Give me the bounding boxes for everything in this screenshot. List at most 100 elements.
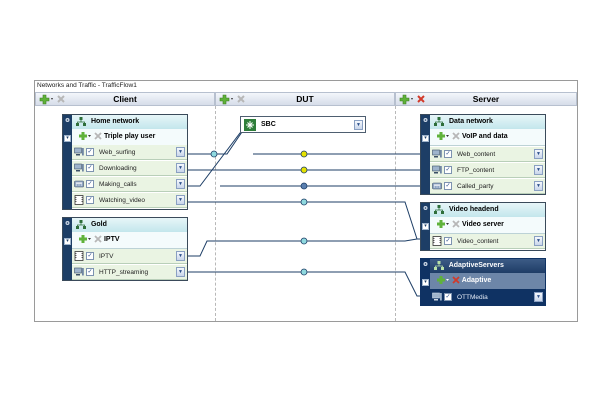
add-profile-icon[interactable]: [78, 234, 92, 244]
phone-icon: [74, 180, 84, 188]
list-item[interactable]: ✓ Called_party ▼: [430, 179, 545, 194]
wire-web-surfing[interactable]: [187, 125, 248, 155]
list-item[interactable]: ✓ Video_content ▼: [430, 234, 545, 249]
node-header: Gold: [72, 218, 187, 233]
list-item[interactable]: ✓ Making_calls ▼: [72, 177, 187, 192]
wire-dot[interactable]: [300, 237, 308, 245]
chevron-down-icon[interactable]: ▼: [176, 251, 185, 261]
wire-watching-video[interactable]: [187, 201, 420, 240]
chevron-down-icon[interactable]: ▼: [534, 149, 543, 159]
traffic-wires: [187, 125, 420, 297]
list-item[interactable]: ✓ IPTV ▼: [72, 249, 187, 264]
collapse-toggle[interactable]: ▾: [64, 238, 71, 245]
add-profile-icon[interactable]: [436, 219, 450, 229]
row-label: Making_calls: [99, 181, 137, 188]
enable-checkbox[interactable]: ✓: [86, 164, 94, 172]
chevron-down-icon[interactable]: ▼: [534, 236, 543, 246]
enable-checkbox[interactable]: ✓: [86, 252, 94, 260]
enable-checkbox[interactable]: ✓: [444, 293, 452, 301]
chevron-down-icon[interactable]: ▼: [176, 179, 185, 189]
node-video-headend[interactable]: ▾ Video headend Video server ✓ Video_con…: [420, 202, 546, 251]
add-network-icon[interactable]: [39, 94, 55, 105]
wire-iptv[interactable]: [187, 238, 418, 257]
delete-profile-icon[interactable]: [94, 132, 102, 140]
enable-checkbox[interactable]: ✓: [444, 237, 452, 245]
list-item-selected[interactable]: ✓ OTTMedia ▼: [430, 290, 545, 305]
settings-icon[interactable]: [64, 220, 71, 232]
delete-profile-icon[interactable]: [94, 235, 102, 243]
chevron-down-icon[interactable]: ▼: [534, 165, 543, 175]
row-label: FTP_content: [457, 167, 495, 174]
traffic-flow-window: Networks and Traffic - TrafficFlow1 Clie…: [34, 80, 578, 322]
column-header-dut: DUT: [215, 92, 395, 106]
collapse-toggle[interactable]: ▾: [422, 279, 429, 286]
wire-dot[interactable]: [300, 182, 308, 190]
add-profile-icon[interactable]: [78, 131, 92, 141]
collapse-toggle[interactable]: ▾: [64, 135, 71, 142]
delete-network-icon[interactable]: [56, 94, 66, 105]
computer-icon: [74, 147, 84, 156]
list-item[interactable]: ✓ Watching_video ▼: [72, 193, 187, 208]
column-label-server: Server: [472, 94, 500, 104]
delete-server-icon[interactable]: [416, 94, 426, 105]
node-title: AdaptiveServers: [448, 262, 504, 269]
row-label: Called_party: [457, 183, 494, 190]
wire-http-streaming[interactable]: [187, 271, 420, 297]
settings-icon[interactable]: [422, 261, 429, 273]
node-adaptive-servers[interactable]: ▾ AdaptiveServers Adaptive ✓ OTTMedia ▼: [420, 258, 546, 306]
list-item[interactable]: ✓ HTTP_streaming ▼: [72, 265, 187, 280]
wire-dot[interactable]: [300, 198, 308, 206]
node-data-network[interactable]: ▾ Data network VoIP and data ✓ Web_conte…: [420, 114, 546, 195]
enable-checkbox[interactable]: ✓: [444, 150, 452, 158]
list-item[interactable]: ✓ Downloading ▼: [72, 161, 187, 176]
wire-dot[interactable]: [210, 150, 218, 158]
collapse-toggle[interactable]: ▾: [422, 135, 429, 142]
wire-dot[interactable]: [300, 166, 308, 174]
chevron-down-icon[interactable]: ▼: [176, 195, 185, 205]
settings-icon[interactable]: [422, 117, 429, 129]
chevron-down-icon[interactable]: ▼: [176, 163, 185, 173]
wire-dot[interactable]: [300, 150, 308, 158]
enable-checkbox[interactable]: ✓: [86, 180, 94, 188]
settings-icon[interactable]: [422, 205, 429, 217]
profile-name: IPTV: [103, 236, 120, 243]
collapse-toggle[interactable]: ▾: [422, 223, 429, 230]
enable-checkbox[interactable]: ✓: [444, 182, 452, 190]
add-profile-icon[interactable]: [436, 275, 450, 285]
enable-checkbox[interactable]: ✓: [86, 196, 94, 204]
delete-profile-icon[interactable]: [452, 132, 460, 140]
computer-icon: [74, 163, 84, 172]
settings-icon[interactable]: [64, 117, 71, 129]
add-dut-icon[interactable]: [219, 94, 235, 105]
chevron-down-icon[interactable]: ▼: [176, 267, 185, 277]
profile-bar: Adaptive: [430, 273, 545, 290]
chevron-down-icon[interactable]: ▼: [534, 181, 543, 191]
add-server-icon[interactable]: [399, 94, 415, 105]
node-header: Video headend: [430, 203, 545, 218]
chevron-down-icon[interactable]: ▼: [354, 120, 363, 130]
dut-sbc[interactable]: SBC ▼: [240, 116, 366, 133]
wire-making-calls[interactable]: [187, 128, 246, 187]
enable-checkbox[interactable]: ✓: [86, 148, 94, 156]
enable-checkbox[interactable]: ✓: [444, 166, 452, 174]
list-item[interactable]: ✓ Web_surfing ▼: [72, 145, 187, 160]
row-label: Watching_video: [99, 197, 146, 204]
wire-dot[interactable]: [300, 268, 308, 276]
chevron-down-icon[interactable]: ▼: [176, 147, 185, 157]
delete-dut-icon[interactable]: [236, 94, 246, 105]
list-item[interactable]: ✓ FTP_content ▼: [430, 163, 545, 178]
enable-checkbox[interactable]: ✓: [86, 268, 94, 276]
column-divider: [215, 106, 216, 321]
profile-bar: Video server: [430, 217, 545, 234]
chevron-down-icon[interactable]: ▼: [534, 292, 543, 302]
computer-icon: [74, 267, 84, 276]
node-strip: ▾: [421, 203, 430, 250]
delete-profile-icon[interactable]: [452, 220, 460, 228]
row-label: Web_surfing: [99, 149, 136, 156]
list-item[interactable]: ✓ Web_content ▼: [430, 147, 545, 162]
node-home-network[interactable]: ▾ Home network Triple play user ✓ Web_su…: [62, 114, 188, 210]
delete-profile-icon[interactable]: [452, 276, 460, 284]
profile-bar: Triple play user: [72, 129, 187, 146]
node-gold[interactable]: ▾ Gold IPTV ✓ IPTV ▼ ✓ HTTP_streaming ▼: [62, 217, 188, 281]
add-profile-icon[interactable]: [436, 131, 450, 141]
